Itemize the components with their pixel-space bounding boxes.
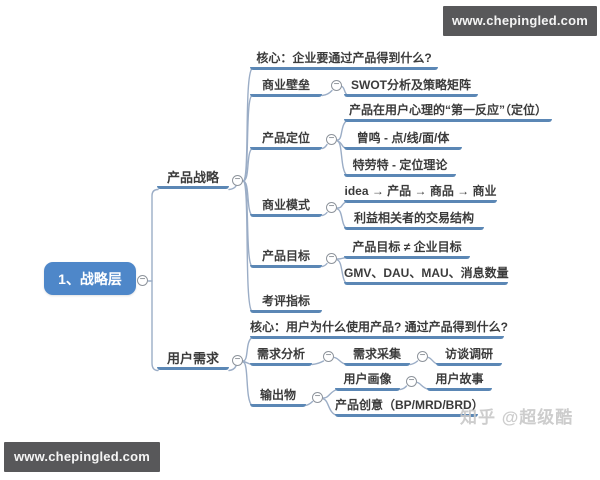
collapse-icon-user-needs[interactable]: − <box>232 355 243 366</box>
node-gmv-metrics[interactable]: GMV、DAU、MAU、消息数量 <box>344 266 509 285</box>
collapse-icon-demand-analysis[interactable]: − <box>323 351 334 362</box>
collapse-icon-business-barrier[interactable]: − <box>331 80 342 91</box>
node-zengming-theory[interactable]: 曾鸣 - 点/线/面/体 <box>344 131 462 150</box>
collapse-icon-output[interactable]: − <box>312 392 323 403</box>
node-product-strategy[interactable]: 产品战略 <box>157 170 229 189</box>
node-product-goal[interactable]: 产品目标 <box>250 249 322 268</box>
zhihu-credit-watermark: 知乎 @超级酷 <box>460 408 574 427</box>
node-output[interactable]: 输出物 <box>250 388 306 407</box>
node-user-needs[interactable]: 用户需求 <box>157 351 229 370</box>
collapse-icon-product-strategy[interactable]: − <box>232 175 243 186</box>
node-idea-chain[interactable]: idea → 产品 → 商品 → 商业 <box>344 184 497 203</box>
node-stakeholder-structure[interactable]: 利益相关者的交易结构 <box>344 211 484 230</box>
node-user-story[interactable]: 用户故事 <box>427 372 492 391</box>
node-interview-research[interactable]: 访谈调研 <box>436 347 502 366</box>
collapse-icon-demand-collection[interactable]: − <box>417 351 428 362</box>
node-business-model[interactable]: 商业模式 <box>250 198 322 217</box>
collapse-icon-product-positioning[interactable]: − <box>326 134 337 145</box>
watermark-badge-top-right: www.chepingled.com <box>443 6 597 36</box>
collapse-icon-business-model[interactable]: − <box>326 202 337 213</box>
node-root[interactable]: 1、战略层 <box>44 262 136 295</box>
node-business-barrier[interactable]: 商业壁垒 <box>250 78 322 97</box>
collapse-icon-product-goal[interactable]: − <box>326 253 337 264</box>
node-product-positioning[interactable]: 产品定位 <box>250 131 322 150</box>
node-core-question-1[interactable]: 核心：企业要通过产品得到什么? <box>250 51 438 70</box>
node-trout-theory[interactable]: 特劳特 - 定位理论 <box>344 158 456 177</box>
collapse-icon-root[interactable]: − <box>137 275 148 286</box>
watermark-badge-bottom-left: www.chepingled.com <box>4 442 160 472</box>
node-user-persona[interactable]: 用户画像 <box>335 372 400 391</box>
node-evaluation-metrics[interactable]: 考评指标 <box>250 294 322 313</box>
node-core-question-2[interactable]: 核心：用户为什么使用产品? 通过产品得到什么? <box>250 320 508 339</box>
node-demand-collection[interactable]: 需求采集 <box>344 347 410 366</box>
node-swot[interactable]: SWOT分析及策略矩阵 <box>344 78 478 97</box>
collapse-icon-user-persona[interactable]: − <box>406 376 417 387</box>
node-demand-analysis[interactable]: 需求分析 <box>250 347 312 366</box>
node-goal-inequality[interactable]: 产品目标 ≠ 企业目标 <box>344 240 470 259</box>
node-product-idea[interactable]: 产品创意（BP/MRD/BRD） <box>335 398 484 417</box>
node-first-reaction[interactable]: 产品在用户心理的“第一反应”（定位） <box>344 103 552 122</box>
